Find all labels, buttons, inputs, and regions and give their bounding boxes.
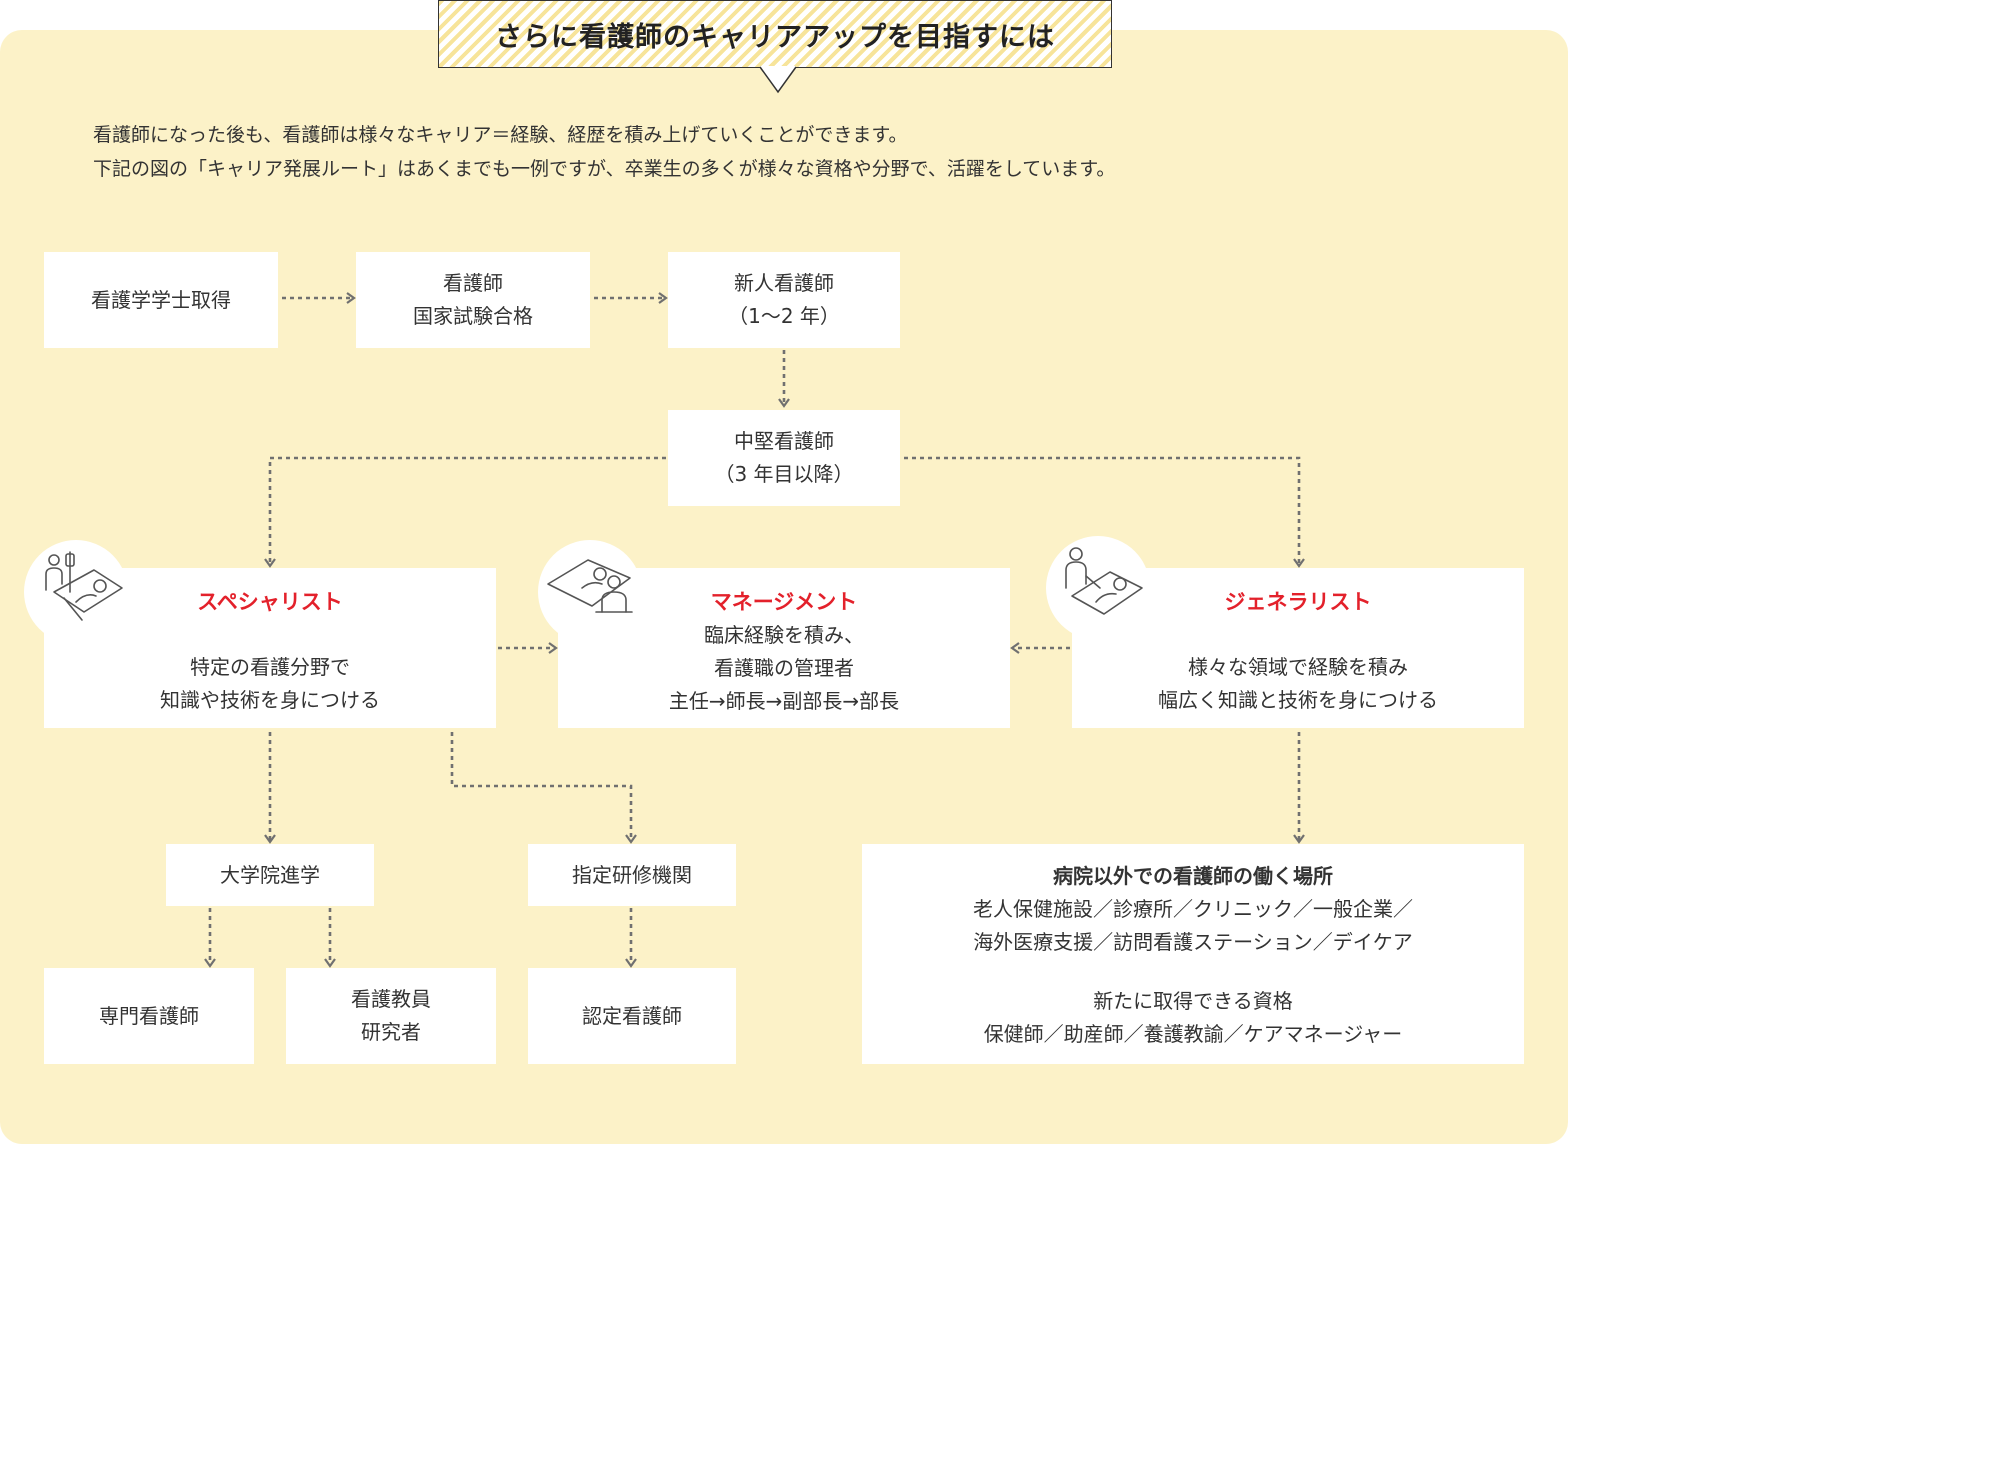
node-new-nurse-line-1: 新人看護師 (734, 271, 834, 295)
generalist-heading: ジェネラリスト (1224, 590, 1372, 614)
node-exam: 看護師 国家試験合格 (356, 252, 590, 348)
title-callout-tail (759, 66, 797, 94)
management-line-1: 臨床経験を積み、 (704, 623, 864, 647)
workplaces-line-2: 海外医療支援／訪問看護ステーション／デイケア (973, 930, 1413, 954)
educator-line-1: 看護教員 (351, 987, 431, 1011)
nurse-patient-iv-icon (24, 540, 128, 644)
node-certified: 認定看護師 (528, 968, 736, 1064)
qualifications-heading: 新たに取得できる資格 (1093, 989, 1293, 1013)
node-exam-line-2: 国家試験合格 (413, 304, 533, 328)
node-new-nurse-line-2: （1〜2 年） (728, 304, 840, 328)
management-heading: マネージメント (710, 590, 858, 614)
cns-label: 専門看護師 (99, 1003, 199, 1028)
intro-line-2: 下記の図の「キャリア発展ルート」はあくまでも一例ですが、卒業生の多くが様々な資格… (93, 158, 1116, 180)
specialist-line-2: 知識や技術を身につける (160, 688, 380, 712)
nurse-caring-patient-icon (1046, 536, 1150, 640)
node-mid-nurse-line-1: 中堅看護師 (734, 429, 834, 453)
node-bachelor-label: 看護学学士取得 (91, 287, 231, 312)
connector-lines (204, 292, 1305, 968)
specialist-line-1: 特定の看護分野で (190, 655, 350, 679)
arrow-mid-generalist (904, 456, 1305, 568)
arrow-specialist-training (450, 732, 637, 844)
node-workplaces: 病院以外での看護師の働く場所 老人保健施設／診療所／クリニック／一般企業／ 海外… (862, 844, 1524, 1064)
generalist-line-2: 幅広く知識と技術を身につける (1158, 688, 1438, 712)
node-exam-line-1: 看護師 (443, 271, 503, 295)
training-institution-label: 指定研修機関 (572, 862, 692, 887)
management-line-3: 主任→師長→副部長→部長 (668, 689, 900, 713)
specialist-heading: スペシャリスト (197, 590, 343, 614)
node-educator: 看護教員 研究者 (286, 968, 496, 1064)
intro-line-1: 看護師になった後も、看護師は様々なキャリア＝経験、経歴を積み上げていくことができ… (93, 124, 908, 146)
certified-label: 認定看護師 (582, 1003, 682, 1028)
graduate-school-label: 大学院進学 (220, 862, 320, 887)
management-line-2: 看護職の管理者 (714, 656, 854, 680)
workplaces-line-1: 老人保健施設／診療所／クリニック／一般企業／ (973, 897, 1413, 921)
workplaces-heading: 病院以外での看護師の働く場所 (1053, 864, 1333, 888)
node-new-nurse: 新人看護師 （1〜2 年） (668, 252, 900, 348)
page-title: さらに看護師のキャリアアップを目指すには (438, 0, 1112, 68)
node-mid-nurse: 中堅看護師 （3 年目以降） (668, 410, 900, 506)
node-cns: 専門看護師 (44, 968, 254, 1064)
qualifications-line-1: 保健師／助産師／養護教諭／ケアマネージャー (983, 1022, 1403, 1046)
arrow-mid-specialist (264, 456, 666, 568)
node-mid-nurse-line-2: （3 年目以降） (714, 462, 854, 486)
node-training-institution: 指定研修機関 (528, 844, 736, 906)
educator-line-2: 研究者 (361, 1020, 421, 1044)
generalist-line-1: 様々な領域で経験を積み (1188, 655, 1408, 679)
manager-bed-icon (538, 540, 642, 644)
node-bachelor: 看護学学士取得 (44, 252, 278, 348)
node-graduate-school: 大学院進学 (166, 844, 374, 906)
